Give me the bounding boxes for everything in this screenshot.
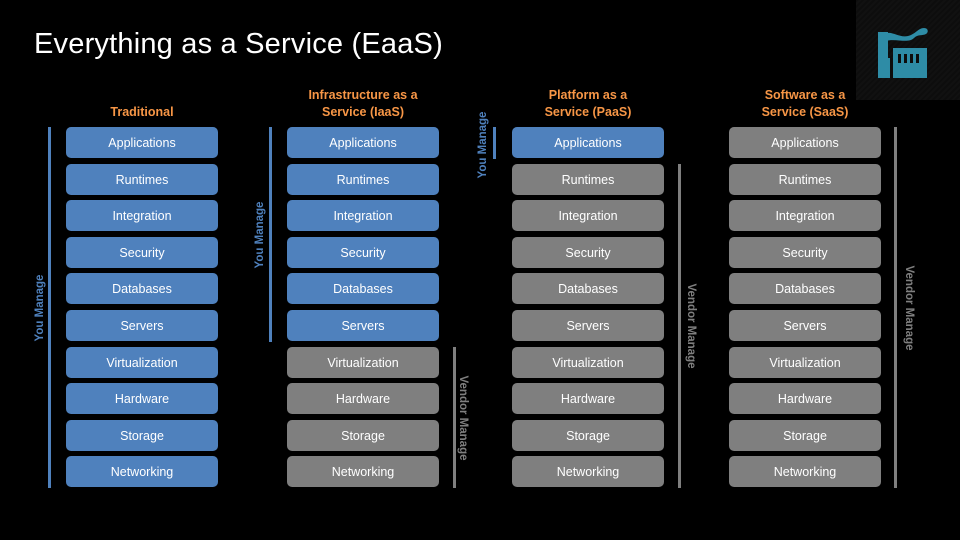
layer-box-runtimes: Runtimes: [512, 164, 664, 195]
layer-box-storage: Storage: [512, 420, 664, 451]
layer-box-hardware: Hardware: [66, 383, 218, 414]
vendor-manage-bracket: [894, 127, 897, 488]
layer-box-virtualization: Virtualization: [729, 347, 881, 378]
column-heading-line: Service (SaaS): [761, 105, 849, 119]
column-heading-line: Software as a: [764, 88, 846, 102]
column-heading-line: Service (PaaS): [544, 105, 632, 119]
column-heading-paas: Platform as a Service (PaaS): [498, 87, 678, 121]
layer-box-security: Security: [512, 237, 664, 268]
layer-box-integration: Integration: [512, 200, 664, 231]
layer-box-applications: Applications: [729, 127, 881, 158]
vendor-manage-bracket: [678, 164, 681, 488]
layer-box-servers: Servers: [729, 310, 881, 341]
layer-box-security: Security: [66, 237, 218, 268]
vendor-manage-label: Vendor Manage: [685, 283, 697, 369]
column-heading-saas: Software as a Service (SaaS): [715, 87, 895, 121]
layer-box-security: Security: [287, 237, 439, 268]
you-manage-bracket: [48, 127, 51, 488]
layer-box-networking: Networking: [512, 456, 664, 487]
layer-box-databases: Databases: [66, 273, 218, 304]
layer-box-hardware: Hardware: [729, 383, 881, 414]
layer-box-databases: Databases: [512, 273, 664, 304]
column-heading-traditional: Traditional: [52, 104, 232, 121]
layer-box-runtimes: Runtimes: [66, 164, 218, 195]
you-manage-label: You Manage: [254, 201, 266, 268]
layer-box-integration: Integration: [287, 200, 439, 231]
factory-icon: [878, 28, 928, 78]
layer-box-networking: Networking: [287, 456, 439, 487]
layer-box-applications: Applications: [66, 127, 218, 158]
layer-box-servers: Servers: [512, 310, 664, 341]
layer-box-databases: Databases: [729, 273, 881, 304]
layer-box-applications: Applications: [287, 127, 439, 158]
you-manage-bracket: [493, 127, 496, 159]
vendor-manage-bracket: [453, 347, 456, 488]
layer-box-hardware: Hardware: [287, 383, 439, 414]
layer-box-virtualization: Virtualization: [287, 347, 439, 378]
layer-box-integration: Integration: [729, 200, 881, 231]
vendor-manage-label: Vendor Manage: [903, 265, 915, 350]
column-heading-line: Traditional: [110, 105, 174, 119]
you-manage-bracket: [269, 127, 272, 342]
column-heading-line: Service (IaaS): [322, 105, 404, 119]
layer-box-integration: Integration: [66, 200, 218, 231]
layer-box-storage: Storage: [66, 420, 218, 451]
layer-box-networking: Networking: [66, 456, 218, 487]
layer-box-databases: Databases: [287, 273, 439, 304]
layer-box-applications: Applications: [512, 127, 664, 158]
you-manage-label: You Manage: [477, 111, 489, 179]
layer-box-servers: Servers: [66, 310, 218, 341]
layer-box-servers: Servers: [287, 310, 439, 341]
layer-box-security: Security: [729, 237, 881, 268]
layer-box-runtimes: Runtimes: [287, 164, 439, 195]
layer-box-virtualization: Virtualization: [512, 347, 664, 378]
layer-box-storage: Storage: [729, 420, 881, 451]
vendor-manage-label: Vendor Manage: [457, 375, 469, 460]
icon-panel: [856, 0, 960, 100]
slide-title: Everything as a Service (EaaS): [34, 28, 443, 60]
layer-box-storage: Storage: [287, 420, 439, 451]
column-heading-iaas: Infrastructure as a Service (IaaS): [273, 87, 453, 121]
you-manage-label: You Manage: [34, 274, 46, 341]
column-heading-line: Infrastructure as a: [308, 88, 418, 102]
layer-box-virtualization: Virtualization: [66, 347, 218, 378]
layer-box-networking: Networking: [729, 456, 881, 487]
layer-box-runtimes: Runtimes: [729, 164, 881, 195]
column-heading-line: Platform as a: [548, 88, 628, 102]
layer-box-hardware: Hardware: [512, 383, 664, 414]
